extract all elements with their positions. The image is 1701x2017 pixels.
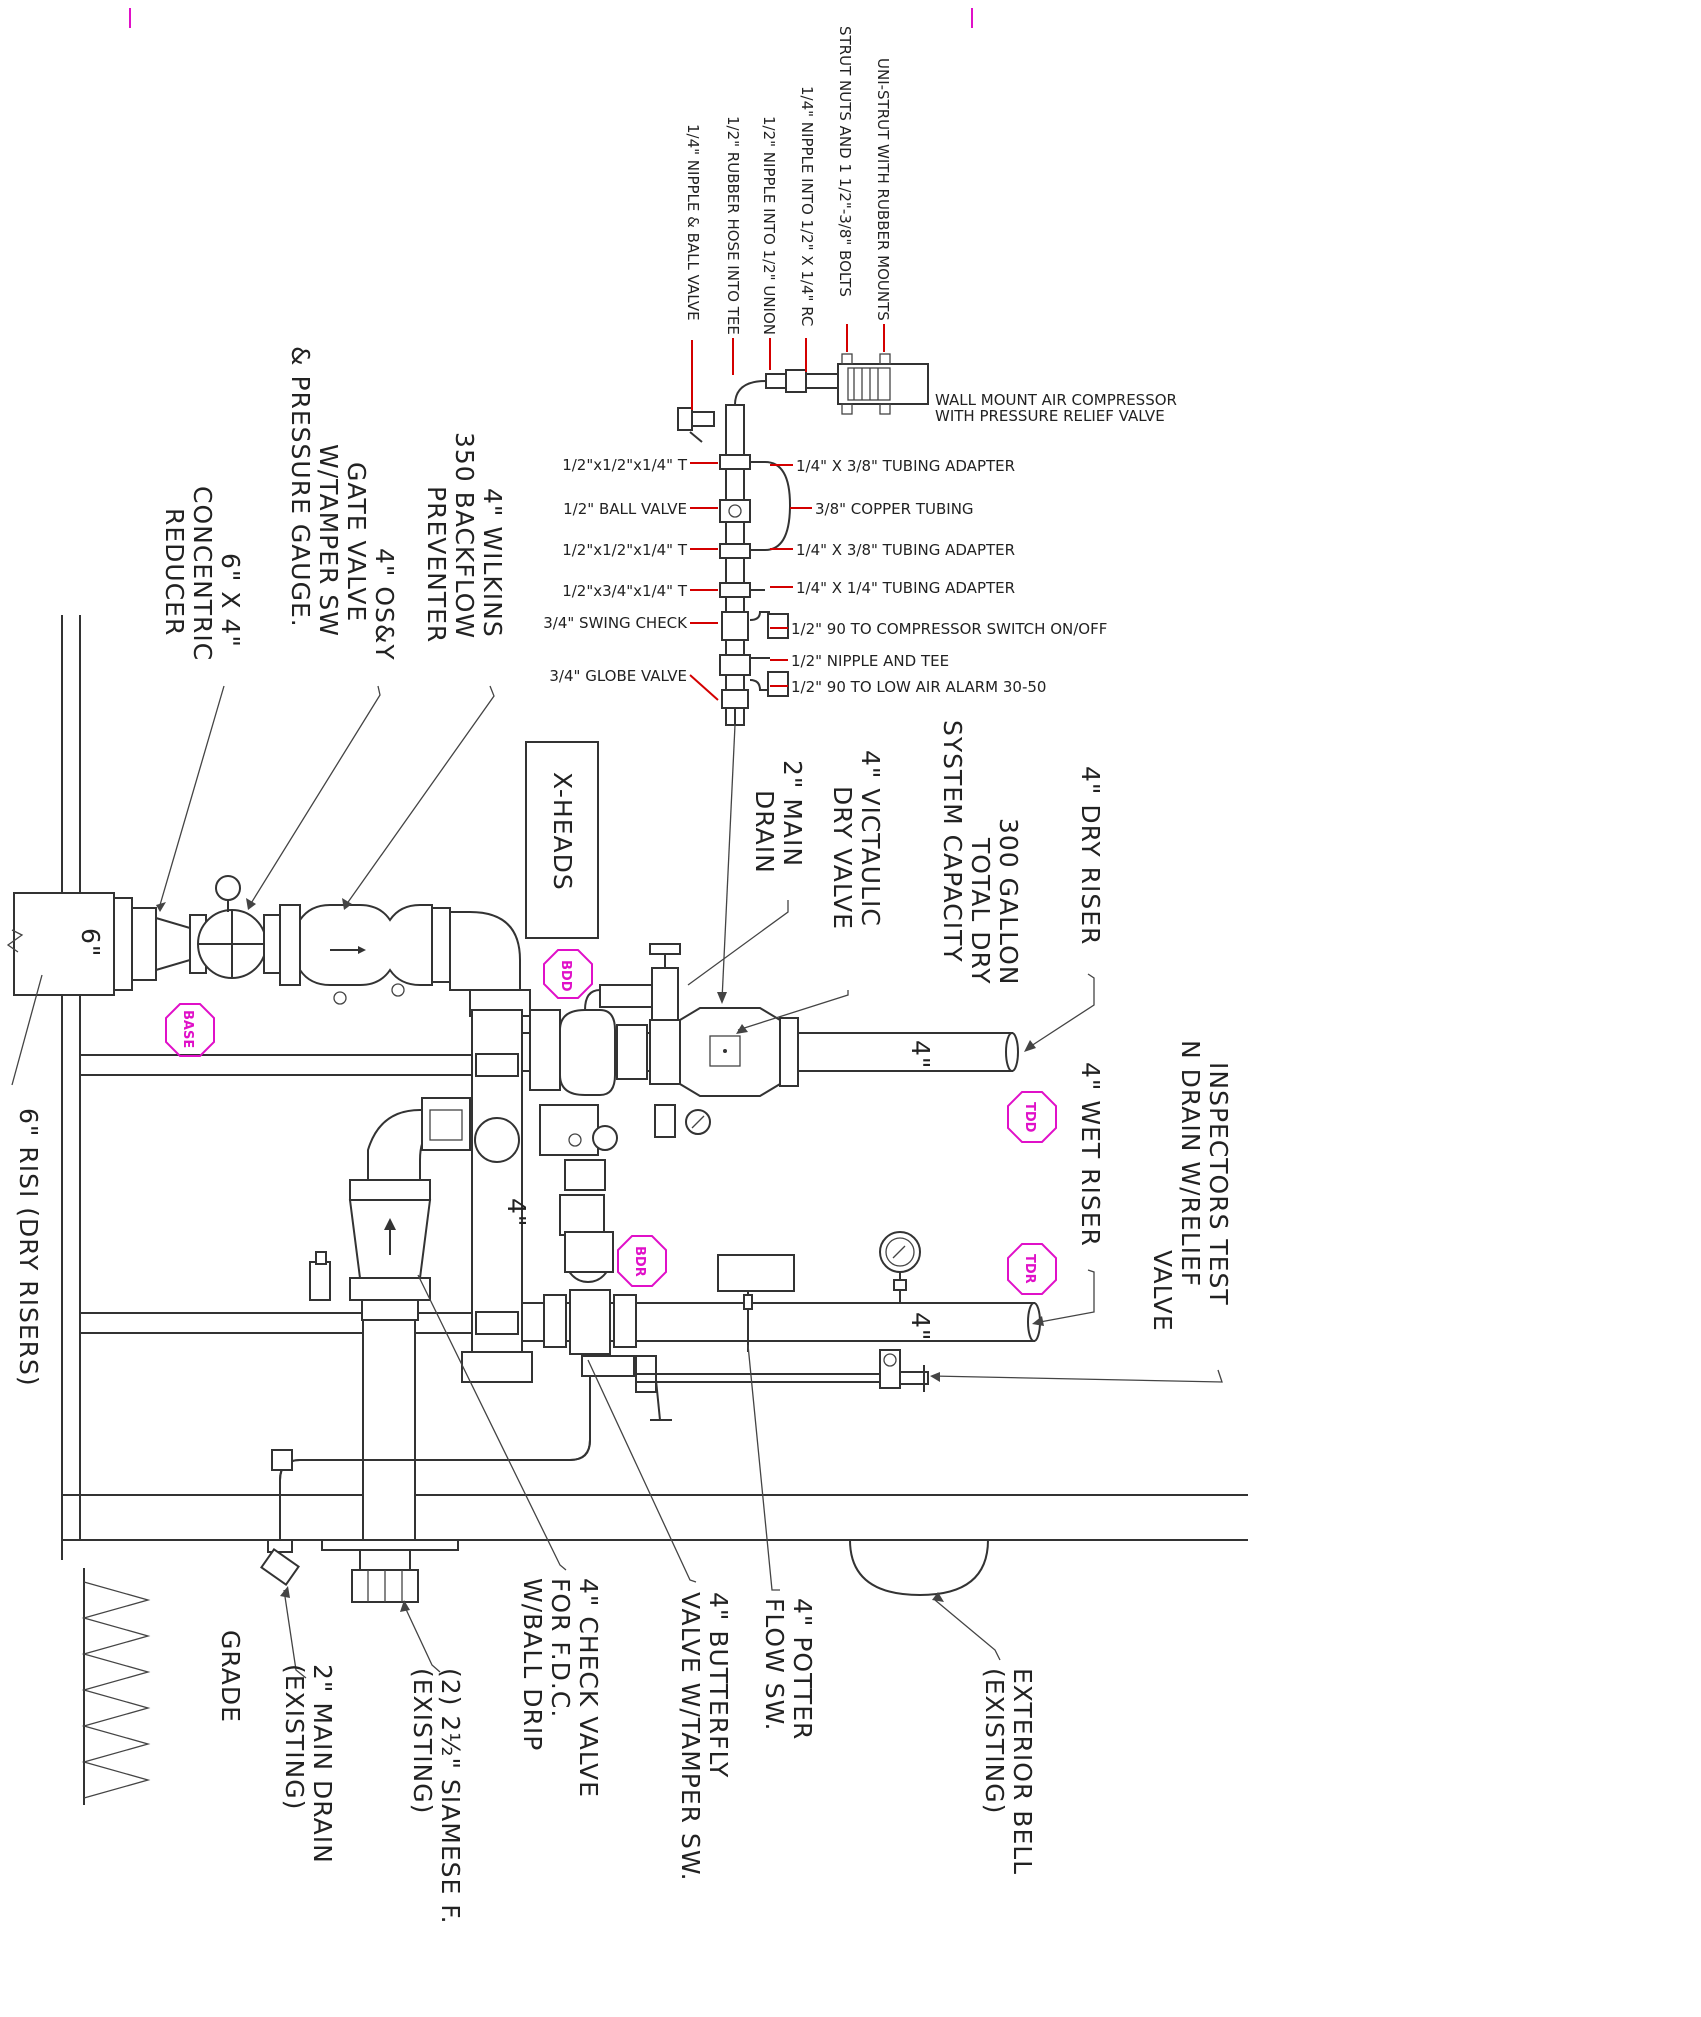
- label-reducer-3: REDUCER: [160, 508, 189, 636]
- label-backflow-2: 350 BACKFLOW: [450, 432, 479, 639]
- pipe-support-upper: [79, 1054, 481, 1076]
- grade-symbol: [81, 1568, 151, 1805]
- label-butterfly-2: VALVE W/TAMPER SW.: [676, 1592, 705, 1882]
- label-wet-riser: 4" WET RISER: [1076, 1062, 1105, 1247]
- potter-flow-switch: [717, 1254, 795, 1292]
- pipe-support-lower: [79, 1312, 481, 1334]
- label-capacity-1: 300 GALLON: [994, 818, 1023, 985]
- svg-text:TDR: TDR: [1022, 1254, 1037, 1284]
- label-riser-6: 6" RISI (DRY RISERS): [14, 1108, 43, 1387]
- label-tee-2: 1/2"x1/2"x1/4" T: [562, 541, 688, 559]
- label-strut-nuts: STRUT NUTS AND 1 1/2"-3/8" BOLTS: [836, 26, 854, 297]
- label-siamese-2: (EXISTING): [408, 1668, 437, 1814]
- label-bell-2: (EXISTING): [980, 1668, 1009, 1814]
- backflow-preventer: [299, 904, 433, 986]
- tag-tdd: TDD: [1007, 1091, 1057, 1143]
- label-reducer-2: CONCENTRIC: [188, 486, 217, 661]
- label-gate-3: W/TAMPER SW: [314, 444, 343, 637]
- label-backflow-3: PREVENTER: [422, 486, 451, 643]
- compressor-unit: [837, 363, 929, 405]
- svg-text:BDR: BDR: [632, 1246, 647, 1277]
- label-bell-1: EXTERIOR BELL: [1008, 1668, 1037, 1875]
- label-compressor-switch: 1/2" 90 TO COMPRESSOR SWITCH ON/OFF: [791, 620, 1107, 638]
- label-globe-valve: 3/4" GLOBE VALVE: [549, 667, 687, 685]
- label-grade: GRADE: [216, 1630, 245, 1723]
- tag-bdr: BDR: [617, 1235, 667, 1287]
- label-potter-1: 4" POTTER: [788, 1598, 817, 1740]
- label-capacity-2: TOTAL DRY: [966, 837, 995, 985]
- label-tubing-adapter-3: 1/4" X 1/4" TUBING ADAPTER: [796, 579, 1015, 597]
- label-tee-1: 1/2"x1/2"x1/4" T: [562, 456, 688, 474]
- label-nipple-rc: 1/4" NIPPLE INTO 1/2" X 1/4" RC: [798, 86, 816, 326]
- label-size-4-wet: 4": [906, 1312, 935, 1341]
- label-potter-2: FLOW SW.: [760, 1598, 789, 1731]
- label-size-6: 6": [76, 928, 105, 957]
- label-tubing-adapter-1: 1/4" X 3/8" TUBING ADAPTER: [796, 457, 1015, 475]
- label-dry-riser: 4" DRY RISER: [1076, 766, 1105, 945]
- label-check-2: FOR F.D.C.: [546, 1578, 575, 1718]
- label-main-drain-existing-1: 2" MAIN DRAIN: [308, 1664, 337, 1864]
- label-nipple-tee: 1/2" NIPPLE AND TEE: [791, 652, 949, 670]
- exterior-bell: [849, 1539, 989, 1597]
- inlet-piping: [6, 875, 531, 1017]
- svg-text:TDD: TDD: [1022, 1102, 1037, 1133]
- svg-text:BDD: BDD: [558, 960, 573, 992]
- label-main-drain-1: 2" MAIN: [778, 760, 807, 867]
- red-leaders: [689, 324, 885, 701]
- svg-text:BASE: BASE: [180, 1010, 195, 1048]
- label-swing-check: 3/4" SWING CHECK: [543, 614, 688, 632]
- label-check-1: 4" CHECK VALVE: [574, 1578, 603, 1798]
- x-heads-box: [525, 741, 599, 939]
- label-size-4-dry: 4": [906, 1040, 935, 1069]
- label-compressor-2: WITH PRESSURE RELIEF VALVE: [935, 407, 1165, 425]
- label-main-drain-existing-2: (EXISTING): [280, 1664, 309, 1810]
- main-drain-existing: [260, 1365, 591, 1587]
- label-tubing-adapter-2: 1/4" X 3/8" TUBING ADAPTER: [796, 541, 1015, 559]
- label-gate-4: & PRESSURE GAUGE.: [286, 346, 315, 628]
- fdc-pipe: [362, 1319, 416, 1541]
- label-siamese-1: (2) 2½" SIAMESE F.: [436, 1668, 465, 1925]
- label-dry-valve-1: 4" VICTAULIC: [856, 750, 885, 927]
- dry-valve-assembly: [474, 943, 799, 1236]
- label-main-drain-2: DRAIN: [750, 790, 779, 874]
- label-size-4-header: 4": [502, 1198, 531, 1227]
- label-low-air: 1/2" 90 TO LOW AIR ALARM 30-50: [791, 678, 1046, 696]
- component-labels: 6" X 4" CONCENTRIC REDUCER 4" OS&Y GATE …: [14, 346, 1233, 1925]
- air-compressor-assembly: [677, 353, 929, 1004]
- tag-bdd: BDD: [543, 949, 593, 999]
- gate-pressure-gauge: [215, 875, 241, 901]
- leader-lines: [11, 685, 1223, 1679]
- trim-labels: UNI-STRUT WITH RUBBER MOUNTS STRUT NUTS …: [543, 26, 1177, 696]
- label-capacity-3: SYSTEM CAPACITY: [938, 720, 967, 963]
- label-reducer-1: 6" X 4": [216, 553, 245, 648]
- label-inspectors-1: INSPECTORS TEST: [1204, 1062, 1233, 1306]
- label-butterfly-1: 4" BUTTERFLY: [704, 1592, 733, 1778]
- label-inspectors-2: N DRAIN W/RELIEF: [1176, 1040, 1205, 1287]
- label-check-3: W/BALL DRIP: [518, 1578, 547, 1751]
- label-gate-2: GATE VALVE: [342, 462, 371, 622]
- label-copper-tubing: 3/8" COPPER TUBING: [815, 500, 974, 518]
- label-inspectors-3: VALVE: [1148, 1250, 1177, 1332]
- tag-base: BASE: [165, 1003, 215, 1057]
- x-heads-label: X-HEADS: [548, 772, 577, 891]
- fdc-check-valve: [309, 1097, 473, 1603]
- label-rubber-hose: 1/2" RUBBER HOSE INTO TEE: [724, 116, 742, 335]
- label-ball-valve: 1/2" BALL VALVE: [563, 500, 687, 518]
- label-dry-valve-2: DRY VALVE: [828, 786, 857, 930]
- label-tee-3: 1/2"x3/4"x1/4" T: [562, 582, 688, 600]
- label-nipple-union: 1/2" NIPPLE INTO 1/2" UNION: [760, 116, 778, 335]
- concentric-reducer: [155, 916, 191, 972]
- sheet-marks: [129, 8, 973, 28]
- label-gate-1: 4" OS&Y: [370, 548, 399, 661]
- label-backflow-1: 4" WILKINS: [478, 488, 507, 638]
- building-structure: [61, 615, 1248, 1805]
- label-unistrut: UNI-STRUT WITH RUBBER MOUNTS: [874, 58, 892, 321]
- label-compressor-1: WALL MOUNT AIR COMPRESSOR: [935, 391, 1177, 409]
- wet-riser-devices: [543, 1231, 929, 1421]
- label-nipple-ball: 1/4" NIPPLE & BALL VALVE: [684, 124, 702, 321]
- tag-tdr: TDR: [1007, 1243, 1057, 1295]
